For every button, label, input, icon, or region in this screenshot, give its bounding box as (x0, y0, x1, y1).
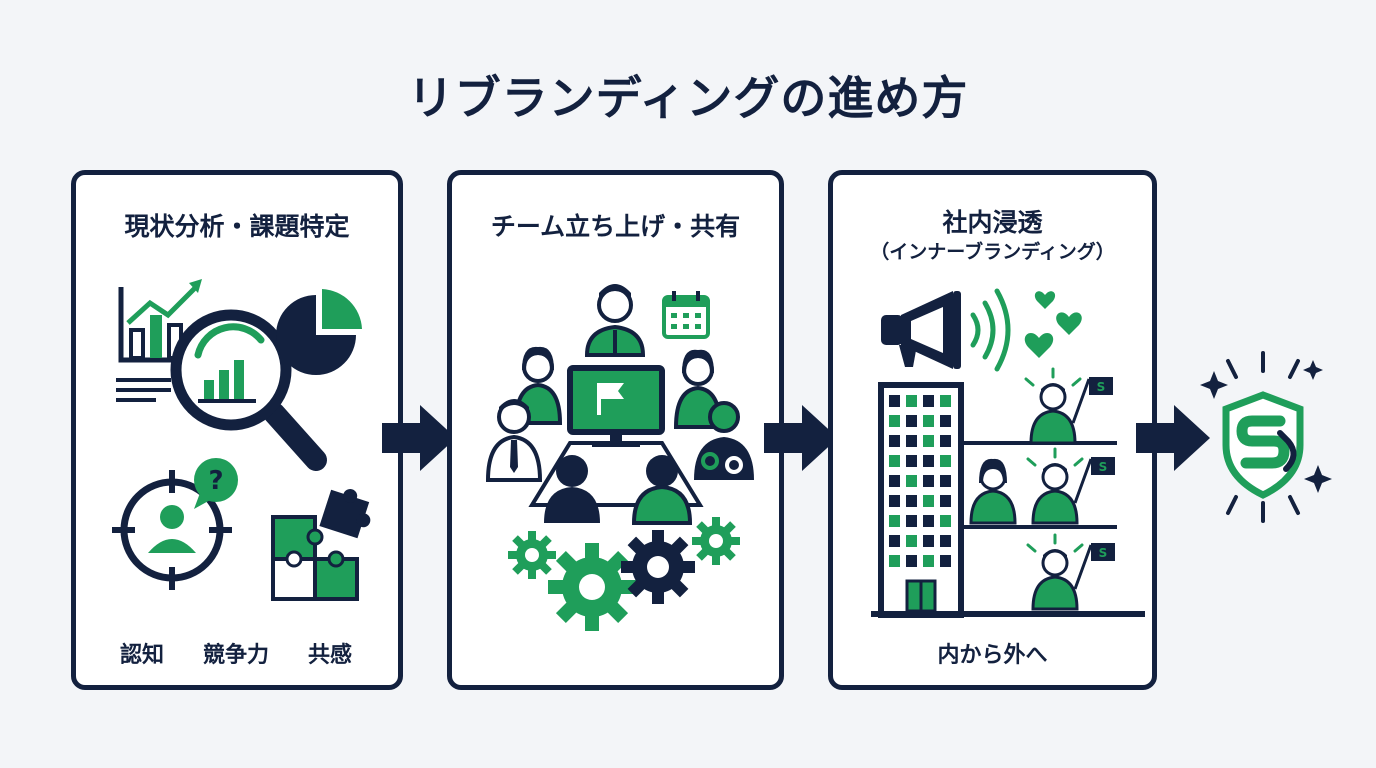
step-3-caption: 内から外へ (937, 643, 1048, 668)
building-window (889, 495, 900, 507)
svg-text:S: S (1099, 546, 1108, 560)
building-window (889, 435, 900, 447)
building-window (889, 455, 900, 467)
building-window (923, 435, 934, 447)
building-window (906, 415, 917, 427)
building-window (889, 535, 900, 547)
building-window (906, 395, 917, 407)
building-window (923, 515, 934, 527)
building-window (923, 395, 934, 407)
arrow-right-icon (1136, 405, 1210, 471)
office-building-icon (871, 382, 1145, 618)
building-window (923, 455, 934, 467)
brand-shield-icon (1200, 351, 1332, 523)
pie-chart-icon (276, 289, 362, 375)
keyword-competitiveness: 競争力 (203, 643, 270, 668)
team-meeting-icon (485, 346, 754, 525)
puzzle-icon (271, 488, 371, 601)
building-window (923, 415, 934, 427)
calendar-icon (662, 291, 710, 339)
building-window (940, 535, 951, 547)
building-window (906, 535, 917, 547)
step-1-title: 現状分析・課題特定 (124, 212, 350, 241)
building-window (940, 515, 951, 527)
svg-text:S: S (1099, 460, 1108, 474)
building-window (923, 535, 934, 547)
building-window (906, 495, 917, 507)
bar-chart-icon (116, 279, 202, 402)
building-window (923, 475, 934, 487)
step-3-title: 社内浸透 (942, 208, 1043, 237)
building-window (940, 495, 951, 507)
building-window (889, 515, 900, 527)
building-window (923, 555, 934, 567)
step-3-panel: 社内浸透 （インナーブランディング） (828, 170, 1157, 690)
arrow-right-icon (382, 405, 456, 471)
keyword-awareness: 認知 (120, 643, 165, 668)
building-window (940, 475, 951, 487)
building-window (906, 435, 917, 447)
magnifier-icon (170, 309, 327, 471)
presenter-icon (584, 284, 646, 357)
building-window (940, 435, 951, 447)
building-window (889, 555, 900, 567)
step-3-subtitle: （インナーブランディング） (870, 241, 1115, 263)
arrow-right-icon (764, 405, 838, 471)
building-window (906, 555, 917, 567)
step-3-illustration: S S (871, 288, 1145, 618)
building-window (940, 555, 951, 567)
step-2-title: チーム立ち上げ・共有 (490, 212, 741, 241)
keyword-empathy: 共感 (308, 643, 353, 668)
step-2-panel: チーム立ち上げ・共有 (447, 170, 784, 690)
building-window (906, 455, 917, 467)
building-window (940, 455, 951, 467)
building-window (889, 395, 900, 407)
hearts-icon (1024, 291, 1082, 358)
building-window (940, 415, 951, 427)
building-window (889, 415, 900, 427)
page-title: リブランディングの進め方 (407, 71, 969, 125)
gears-icon (508, 517, 740, 631)
building-window (906, 515, 917, 527)
building-window (923, 495, 934, 507)
building-window (940, 395, 951, 407)
building-window (906, 475, 917, 487)
svg-text:?: ? (208, 466, 223, 496)
step-1-illustration: ? (112, 279, 371, 601)
building-window (889, 475, 900, 487)
target-person-icon (112, 470, 232, 590)
step-2-illustration (485, 284, 754, 631)
svg-text:S: S (1097, 380, 1106, 394)
monitor-flag-icon (567, 365, 665, 447)
step-1-panel: 現状分析・課題特定 (71, 170, 403, 690)
question-bubble-icon: ? (194, 458, 238, 509)
people-with-flags-icon: S S (969, 367, 1115, 611)
megaphone-icon (881, 288, 1011, 372)
